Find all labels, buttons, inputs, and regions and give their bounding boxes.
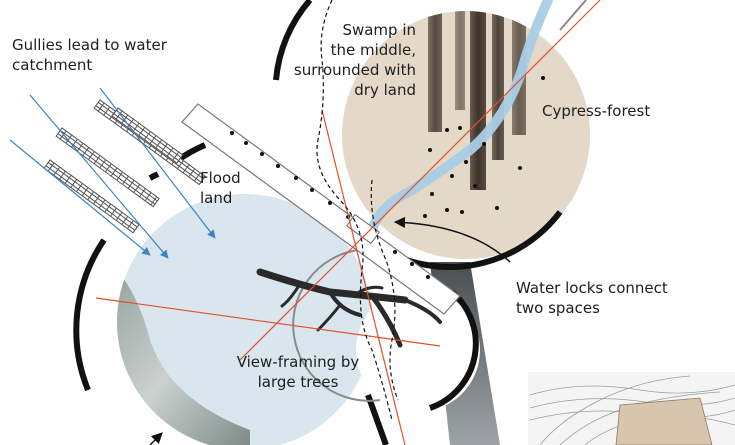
- bottom-pointer: [149, 432, 163, 445]
- cypress-forest-label: Cypress-forest: [542, 102, 651, 120]
- flood-land-circle: [117, 194, 373, 445]
- swamp-dots: [423, 76, 545, 218]
- flood-land-label: Flood land: [200, 169, 241, 207]
- water-flow-arrows: [9, 87, 216, 259]
- water-locks-label: Water locks connect two spaces: [516, 279, 668, 317]
- swamp-label: Swamp in the middle, surrounded with dry…: [293, 21, 416, 99]
- sight-lines: [95, 0, 601, 445]
- view-framing-label: View-framing by large trees: [236, 353, 360, 391]
- dashed-route: [316, 0, 399, 421]
- tree-branch-icon: [256, 268, 442, 348]
- thin-arcs: [292, 0, 587, 402]
- contour-map-icon: [528, 372, 735, 445]
- gullies: [43, 99, 206, 234]
- water-lock-pointer: [393, 216, 511, 263]
- stream: [367, 0, 553, 235]
- gullies-label: Gullies lead to water catchment: [12, 36, 167, 74]
